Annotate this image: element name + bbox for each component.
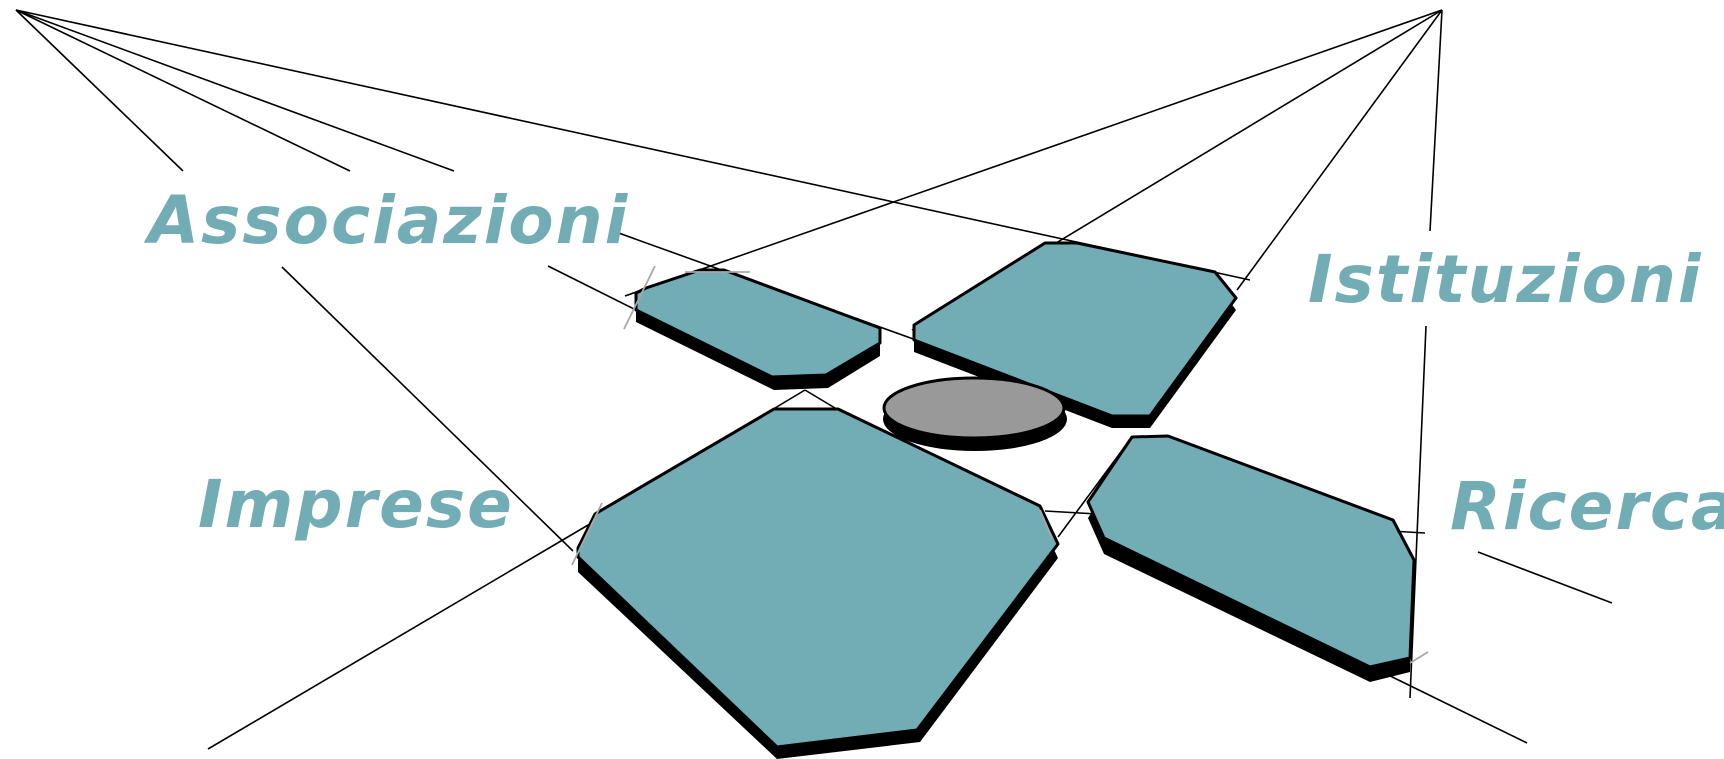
perspective-line: [1409, 325, 1427, 699]
perspective-line: [1377, 669, 1528, 744]
perspective-line: [15, 9, 184, 172]
plate-bottom-right: [1086, 434, 1416, 682]
perspective-line: [1477, 551, 1613, 604]
hub: [882, 376, 1067, 451]
perspective-line: [804, 389, 836, 409]
perspective-line: [207, 517, 601, 750]
perspective-line: [1429, 9, 1443, 232]
perspective-line: [281, 266, 574, 552]
label-istituzioni: Istituzioni: [1308, 241, 1703, 318]
perspective-line: [1236, 9, 1443, 291]
label-ricerca: Ricerca: [1450, 468, 1724, 545]
perspective-line: [547, 265, 641, 313]
perspective-line: [774, 389, 806, 409]
plate-top-left: [634, 268, 882, 390]
hub-disc: [882, 376, 1066, 440]
tick-marks: [571, 265, 1429, 664]
perspective-line: [15, 9, 455, 172]
perspective-line: [15, 9, 351, 172]
tick-mark: [623, 265, 656, 330]
tick-mark: [1409, 651, 1429, 664]
plate-bottom-left: [576, 407, 1060, 759]
perspective-line: [624, 9, 1443, 297]
plate-top-right: [912, 241, 1238, 428]
label-imprese: Imprese: [198, 466, 514, 543]
perspective-line: [15, 9, 1251, 281]
label-associazioni: Associazioni: [143, 182, 629, 259]
tick-mark: [571, 502, 603, 566]
tick-mark: [1039, 509, 1053, 539]
